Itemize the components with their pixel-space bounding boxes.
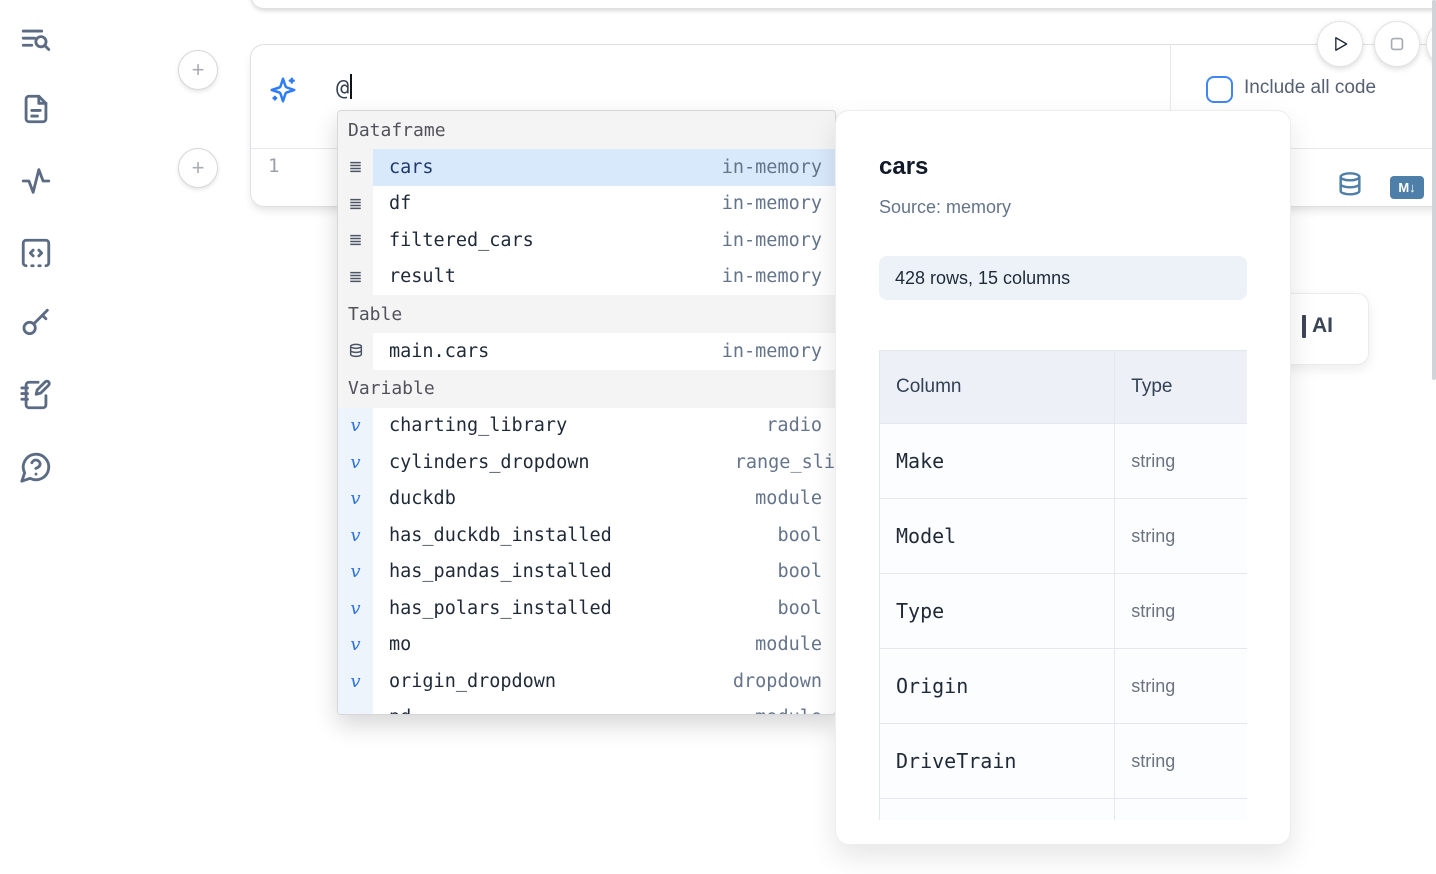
completion-item-result[interactable]: result in-memory bbox=[338, 258, 835, 295]
dataframe-icon bbox=[350, 162, 361, 173]
variable-icon: v bbox=[350, 415, 361, 437]
completion-dropdown: Dataframe cars in-memory df in-memory fi… bbox=[337, 110, 836, 715]
completion-item-mo[interactable]: v mo module bbox=[338, 626, 835, 663]
datasource-database-icon[interactable] bbox=[1336, 171, 1364, 199]
previous-cell-edge bbox=[250, 0, 1436, 9]
dataframe-icon bbox=[350, 271, 361, 282]
variable-icon: v bbox=[350, 524, 361, 546]
table-database-icon bbox=[349, 343, 362, 358]
completion-item-df[interactable]: df in-memory bbox=[338, 185, 835, 222]
column-header: Column bbox=[879, 350, 1116, 424]
table-row: Make string bbox=[879, 423, 1247, 499]
ai-button-text: AI bbox=[1312, 314, 1333, 337]
snippets-icon[interactable] bbox=[19, 236, 53, 270]
text-cursor bbox=[350, 74, 353, 99]
line-number: 1 bbox=[268, 155, 280, 177]
stop-button[interactable] bbox=[1374, 21, 1420, 67]
add-cell-above-button[interactable]: + bbox=[178, 50, 218, 90]
variable-icon: v bbox=[350, 634, 361, 656]
stop-square-icon bbox=[1390, 37, 1404, 51]
table-row: Origin string bbox=[879, 648, 1247, 724]
completion-item-cars[interactable]: cars in-memory bbox=[338, 149, 835, 186]
variable-icon: v bbox=[350, 597, 361, 619]
table-preview-panel: cars Source: memory 428 rows, 15 columns… bbox=[835, 110, 1291, 845]
ai-prompt-input[interactable]: @ bbox=[336, 74, 353, 101]
dataframe-icon bbox=[350, 235, 361, 246]
markdown-icon[interactable]: M↓ bbox=[1390, 176, 1424, 199]
variable-icon: v bbox=[350, 670, 361, 692]
add-cell-below-button[interactable]: + bbox=[178, 148, 218, 188]
completion-section-header: Dataframe bbox=[338, 111, 835, 149]
dataframe-icon bbox=[350, 198, 361, 209]
schema-table: Column Type Make string Model string Typ… bbox=[879, 350, 1247, 820]
completion-item-origin-dropdown[interactable]: v origin_dropdown dropdown bbox=[338, 663, 835, 700]
variable-icon: v bbox=[350, 451, 361, 473]
prompt-divider-vertical bbox=[1170, 45, 1171, 148]
preview-source: Source: memory bbox=[879, 197, 1012, 217]
table-row bbox=[879, 798, 1247, 820]
run-cell-button[interactable] bbox=[1317, 21, 1363, 67]
preview-title: cars bbox=[879, 153, 929, 180]
type-header: Type bbox=[1114, 350, 1247, 424]
completion-item-cylinders-dropdown[interactable]: v cylinders_dropdown range_sli bbox=[338, 444, 835, 481]
completion-section-header: Table bbox=[338, 295, 835, 333]
table-row: Type string bbox=[879, 573, 1247, 649]
ai-sparkles-icon bbox=[268, 75, 298, 105]
scratchpad-icon[interactable] bbox=[19, 378, 53, 412]
toc-search-icon[interactable] bbox=[19, 24, 53, 58]
variable-icon: v bbox=[350, 707, 360, 714]
completion-item-has-pandas-installed[interactable]: v has_pandas_installed bool bbox=[338, 553, 835, 590]
shape-badge: 428 rows, 15 columns bbox=[879, 256, 1247, 300]
include-all-code-checkbox[interactable] bbox=[1206, 76, 1233, 103]
secrets-key-icon[interactable] bbox=[19, 306, 53, 340]
variable-icon: v bbox=[350, 488, 361, 510]
completion-item-charting-library[interactable]: v charting_library radio bbox=[338, 407, 835, 444]
completion-item-filtered-cars[interactable]: filtered_cars in-memory bbox=[338, 222, 835, 259]
activity-icon[interactable] bbox=[19, 164, 53, 198]
completion-item-pd[interactable]: v pd module bbox=[338, 699, 835, 714]
variable-icon: v bbox=[350, 561, 361, 583]
play-icon bbox=[1335, 37, 1348, 51]
table-row: Model string bbox=[879, 498, 1247, 574]
file-icon[interactable] bbox=[19, 92, 53, 126]
completion-section-header: Variable bbox=[338, 369, 835, 408]
completion-item-has-duckdb-installed[interactable]: v has_duckdb_installed bool bbox=[338, 517, 835, 554]
clipped-letter-stem bbox=[1302, 315, 1306, 338]
scrollbar-thumb[interactable] bbox=[1432, 0, 1436, 380]
completion-item-has-polars-installed[interactable]: v has_polars_installed bool bbox=[338, 590, 835, 627]
completion-item-main-cars[interactable]: main.cars in-memory bbox=[338, 333, 835, 370]
include-all-code-label: Include all code bbox=[1244, 77, 1377, 98]
completion-item-duckdb[interactable]: v duckdb module bbox=[338, 480, 835, 517]
help-icon[interactable] bbox=[19, 450, 53, 484]
schema-table-wrap: Column Type Make string Model string Typ… bbox=[879, 350, 1247, 820]
table-row: DriveTrain string bbox=[879, 723, 1247, 799]
